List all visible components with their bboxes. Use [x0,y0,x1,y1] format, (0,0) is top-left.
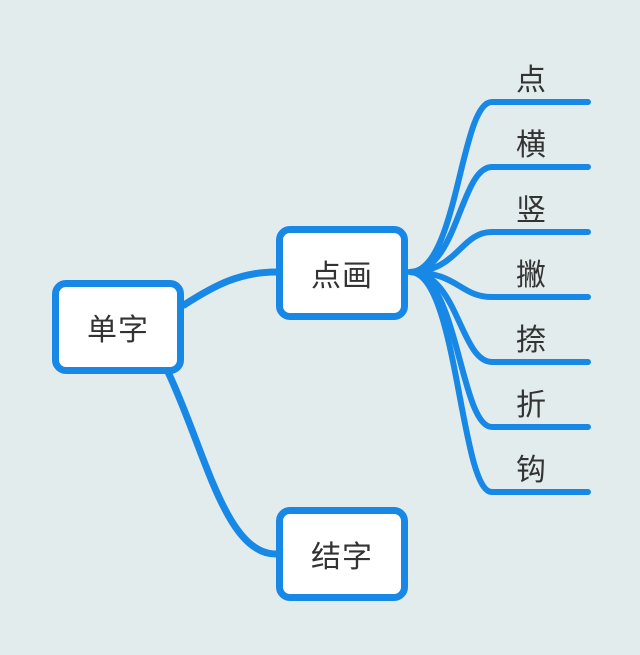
leaf-label[interactable]: 点 [516,63,546,98]
root-node-label: 单字 [87,313,149,348]
root-node[interactable]: 单字 [52,280,184,374]
leaf-label[interactable]: 钩 [516,453,546,488]
structure-node-label: 结字 [311,540,373,575]
leaf-link [407,269,591,365]
leaf-label[interactable]: 折 [516,388,546,423]
leaf-label[interactable]: 撇 [516,258,546,293]
leaf-label[interactable]: 捺 [516,323,546,358]
leaf-label[interactable]: 横 [516,128,546,163]
leaf-link [407,269,591,495]
leaf-link [407,164,591,275]
link-root-to-strokes [180,268,280,309]
leaf-links [407,99,591,495]
leaf-link [407,99,591,275]
strokes-node-label: 点画 [311,259,373,294]
structure-node[interactable]: 结字 [276,507,408,601]
link-root-to-structure [164,368,280,558]
strokes-node[interactable]: 点画 [276,226,408,320]
leaf-label[interactable]: 竖 [516,193,546,228]
